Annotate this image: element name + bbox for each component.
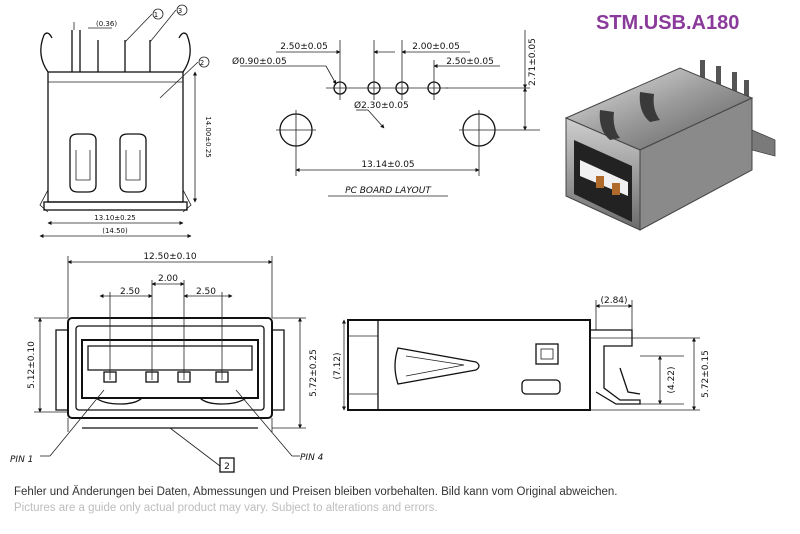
- dim-pin-spacing-middle: 2.00±0.05: [412, 42, 460, 52]
- dim-right-height: 5.72±0.25: [309, 349, 319, 397]
- pcb-layout-title: PC BOARD LAYOUT: [345, 186, 432, 196]
- callout-2: 2: [200, 59, 204, 67]
- callout-1: 1: [154, 11, 158, 19]
- dim-pin-spacing-right: 2.50±0.05: [446, 57, 494, 67]
- model-number: STM.USB.A180: [596, 12, 740, 34]
- dim-pin-spacing-outer: 2.50±0.05: [280, 42, 328, 52]
- product-photo: [564, 60, 776, 231]
- dim-height: 14.00±0.25: [204, 116, 212, 158]
- dim-left-height: 5.12±0.10: [27, 341, 37, 389]
- side-view: [342, 300, 700, 411]
- dim-right-pitch: 2.50: [196, 287, 216, 297]
- dim-left-pitch: 2.50: [120, 287, 140, 297]
- dim-middle-pitch: 2.00: [158, 274, 178, 284]
- pin1-label: PIN 1: [10, 455, 33, 465]
- pin4-label: PIN 4: [300, 453, 324, 463]
- dim-overall-width: 12.50±0.10: [143, 252, 197, 262]
- dim-vertical-offset: 2.71±0.05: [528, 38, 538, 86]
- dim-tail-height: (4.22): [667, 366, 677, 393]
- dim-mount-spacing: 13.14±0.05: [361, 160, 414, 170]
- pcb-layout: [240, 30, 540, 197]
- dim-mount-hole: Ø2.30±0.05: [354, 100, 409, 111]
- dim-small: (0.36): [96, 20, 117, 28]
- front-view: [34, 256, 306, 473]
- disclaimer-english: Pictures are a guide only actual product…: [14, 502, 438, 514]
- callout-3: 3: [178, 7, 182, 15]
- disclaimer-german: Fehler und Änderungen bei Daten, Abmessu…: [14, 486, 618, 498]
- top-view: [39, 4, 210, 238]
- dim-height-total: (7.12): [333, 352, 343, 379]
- dim-pin-hole: Ø0.90±0.05: [232, 56, 287, 67]
- dim-tail-offset: (2.84): [600, 296, 627, 306]
- dim-width-outer: (14.50): [102, 227, 128, 235]
- dim-side-right-height: 5.72±0.15: [701, 350, 711, 398]
- dim-width-inner: 13.10±0.25: [94, 214, 136, 222]
- callout-box-label: 2: [224, 462, 230, 472]
